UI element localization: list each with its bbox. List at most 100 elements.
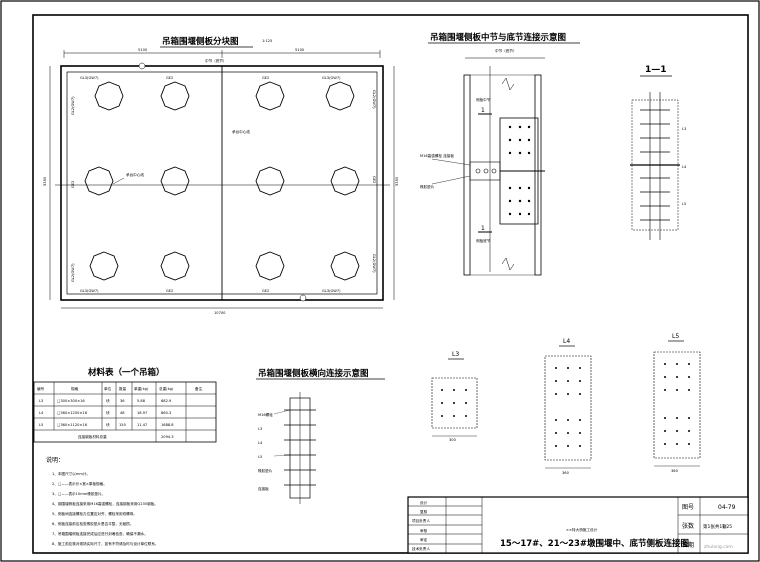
pile-hole [94,81,124,111]
table-header-3: 数量 [119,386,127,391]
pile-label-top-1: GL3(GW7) [80,76,99,80]
section-label-l4: L4 [682,165,687,169]
side-detail: 吊箱围堰侧板中节与底节连接示意图 中节（底节） 1 1 [420,32,580,276]
table-cell: 5.88 [137,399,146,403]
tb-fig-no-value: 04-79 [718,504,736,511]
inner-frame [32,14,749,554]
side-label-bolt: M16高强螺栓 连接板 [420,153,454,158]
tb-row-5: 技术负责人 [412,546,430,551]
table-header-4: 单重(kg) [134,386,149,391]
section-mark-top: 1 [481,107,485,114]
side-label-mid: 侧板中节 [476,97,491,102]
table-cell: 860.3 [161,411,171,415]
pile-label-bottom-3: GE2 [262,289,269,293]
pile-label-right-3: GL2(GW7) [372,254,376,273]
pile-hole [255,251,285,281]
section-1-1: 1—1 L3 L4 L5 [630,65,687,240]
tb-sheet-value: 第1张共1张 [703,523,727,530]
table-cell: 48 [120,411,125,415]
plate-l4-dim: 360 [562,471,570,475]
table-header-1: 规格 [71,386,79,391]
note-line: 3、□——表示10mm橡胶垫片。 [52,491,105,496]
horizontal-label-l4: L4 [258,441,263,445]
table-cell: 块 [106,422,110,427]
note-line: 1、本图尺寸以mm计。 [52,471,90,476]
pile-hole [255,81,285,111]
plan-scale: 1:125 [262,39,272,43]
note-line: 5、侧板间连接螺栓孔位置应对齐，螺栓采用双螺母。 [52,511,137,516]
plan-dim-top-left: 5100 [138,48,148,52]
note-line: 8、施工前应核对现场实际尺寸，如有不符请及时与设计单位联系。 [52,541,159,546]
plate-l3-title: L3 [452,351,459,358]
pile-hole [255,166,285,196]
pile-hole [330,251,360,281]
section-label-l3: L3 [682,127,686,131]
material-table: 材料表（一个吊箱） 编号 规格 单位 数量 单重(kg) 总重(kg) 备注 L… [33,367,217,443]
plate-l5-dim: 360 [671,469,679,473]
plan-center-note-2: 承台中心线 [232,129,250,134]
horizontal-label-plate: 连接板 [258,486,269,491]
pile-hole [84,166,114,196]
pile-label-left-1: GL2(GW7) [71,96,75,115]
table-cell: 682.9 [161,399,172,403]
table-cell: 1688.8 [161,423,174,427]
horizontal-title: 吊箱围堰侧板横向连接示意图 [258,368,369,379]
table-cell: 11.47 [137,423,147,427]
plan-center-label: 中节（底节） [205,58,227,63]
section-mark-bottom: 1 [481,225,485,232]
pile-label-bottom-4: GL3(GW7) [322,289,341,293]
horizontal-label-gasket: 橡胶垫片 [258,468,273,473]
pile-label-top-2: GE2 [166,76,173,80]
tb-watermark: zhulong.com [704,544,733,550]
table-cell: 18.97 [137,411,147,415]
plan-dim-top-right: 5100 [295,48,305,52]
table-cell: 36 [120,399,125,403]
pile-hole [325,81,355,111]
pile-hole [89,251,119,281]
pile-label-top-4: GL3(GW7) [322,76,341,80]
tb-row-3: 审核 [420,528,428,533]
tb-project: ××特大桥施工设计 [566,527,598,532]
table-cell: 150 [119,423,127,427]
horizontal-detail: 吊箱围堰侧板横向连接示意图 M16螺栓 L3 L4 L5 橡胶垫片 连接板 [256,368,385,504]
plan-title: 吊箱围堰侧板分块图 [162,36,239,47]
plate-l3-dim: 300 [449,438,457,442]
plan-view: 吊箱围堰侧板分块图 1:125 5100 5100 中节（底节） 5350 53… [43,36,399,315]
side-label-gasket: 橡胶垫片 [420,184,435,189]
table-cell: 块 [106,398,110,403]
notes: 说明： 1、本图尺寸以mm计。 2、□——表示长×宽×厚板规格。 3、□——表示… [46,456,159,546]
pile-label-bottom-2: GE2 [166,289,173,293]
horizontal-label-l3: L3 [258,427,262,431]
plan-dim-left: 5350 [43,176,47,186]
bolt-holes [508,125,531,216]
table-cell: □360×1250×16 [57,411,88,415]
side-label-bottom: 侧板底节 [476,238,491,243]
pile-hole [160,166,190,196]
title-block: 设计 复核 项目负责人 审核 审定 技术负责人 ××特大桥施工设计 15～17#… [407,496,749,554]
table-header-2: 单位 [104,386,112,391]
pile-label-left-2: GE2 [71,181,75,188]
table-cell: L5 [39,423,43,427]
tb-row-1: 复核 [420,509,428,514]
table-cell: □360×1120×16 [57,423,88,427]
pile-label-top-3: GE2 [262,76,269,80]
table-header-6: 备注 [195,386,203,391]
note-line: 7、吊箱围堰侧板连接完成后应进行封堵检查，确保不漏水。 [52,531,148,536]
table-total-value: 2094.3 [161,435,174,439]
pile-label-left-3: GL2(GW7) [71,263,75,282]
notes-title: 说明： [46,456,64,464]
table-header-0: 编号 [37,386,45,391]
side-detail-top-label: 中节（底节） [495,48,517,53]
table-header-5: 总重(kg) [159,386,174,391]
table-cell: L4 [39,411,44,415]
tb-row-2: 项目负责人 [412,518,430,523]
tb-row-4: 审定 [420,537,428,542]
pile-holes [84,81,360,281]
plate-l5: L5 360 [653,333,701,473]
note-line: 6、侧板连接前应检查橡胶垫片是否平整，无破损。 [52,521,133,526]
plate-l4: L4 360 [544,338,592,475]
note-line: 4、钢围堰侧板连接采用M16高强螺栓，连接钢板采用Q235钢板。 [52,501,158,506]
tb-drawing-title: 15～17#、21～23#墩围堰中、底节侧板连接图 [500,538,689,549]
